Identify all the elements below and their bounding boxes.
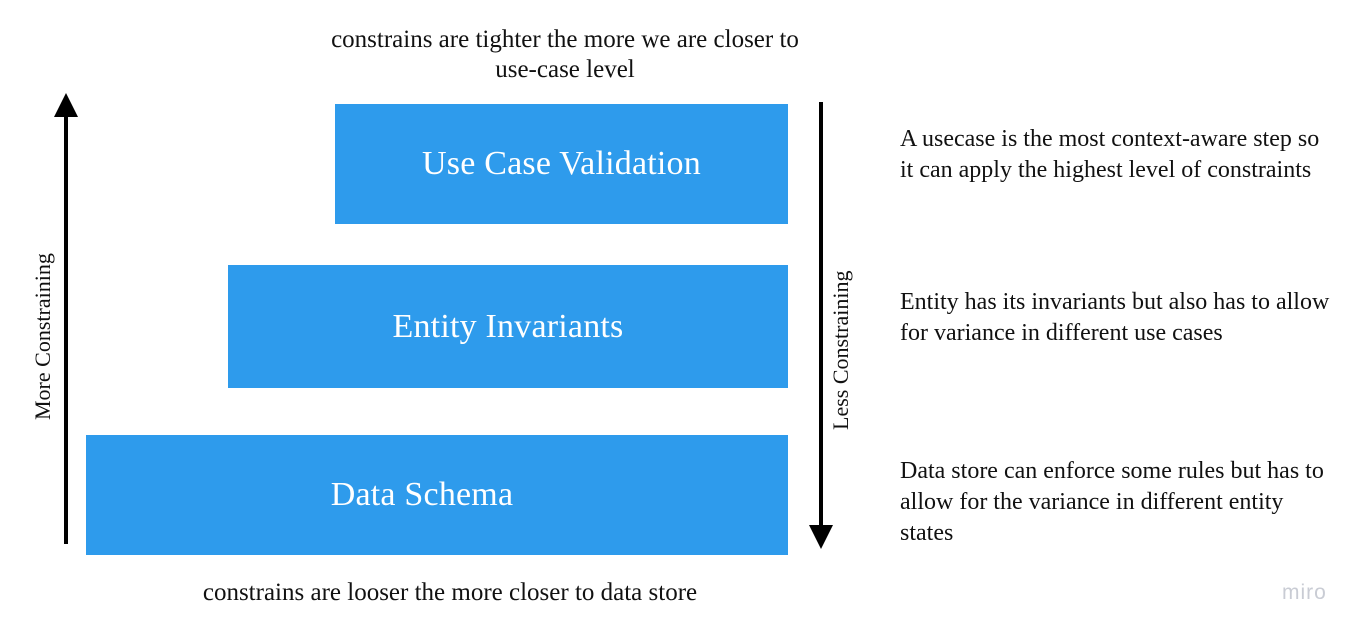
miro-watermark: miro — [1282, 581, 1327, 604]
left-axis-label: More Constraining — [30, 253, 55, 420]
note-use-case-validation: A usecase is the most context-aware step… — [900, 126, 1320, 184]
bar-data-schema[interactable]: Data Schema — [86, 435, 788, 555]
right-axis-label: Less Constraining — [828, 270, 853, 431]
bar-label: Entity Invariants — [392, 307, 624, 345]
note-entity-invariants: Entity has its invariants but also has t… — [900, 289, 1330, 347]
bottom-caption: constrains are looser the more closer to… — [202, 579, 698, 606]
more-constraining-arrow-icon — [50, 92, 82, 544]
bar-use-case-validation[interactable]: Use Case Validation — [335, 104, 788, 224]
bar-label: Use Case Validation — [422, 145, 701, 182]
top-caption: constrains are tighter the more we are c… — [331, 26, 799, 83]
bar-entity-invariants[interactable]: Entity Invariants — [228, 265, 788, 388]
note-data-schema: Data store can enforce some rules but ha… — [900, 458, 1324, 547]
less-constraining-arrow-icon — [805, 102, 837, 550]
bar-label: Data Schema — [330, 476, 514, 513]
